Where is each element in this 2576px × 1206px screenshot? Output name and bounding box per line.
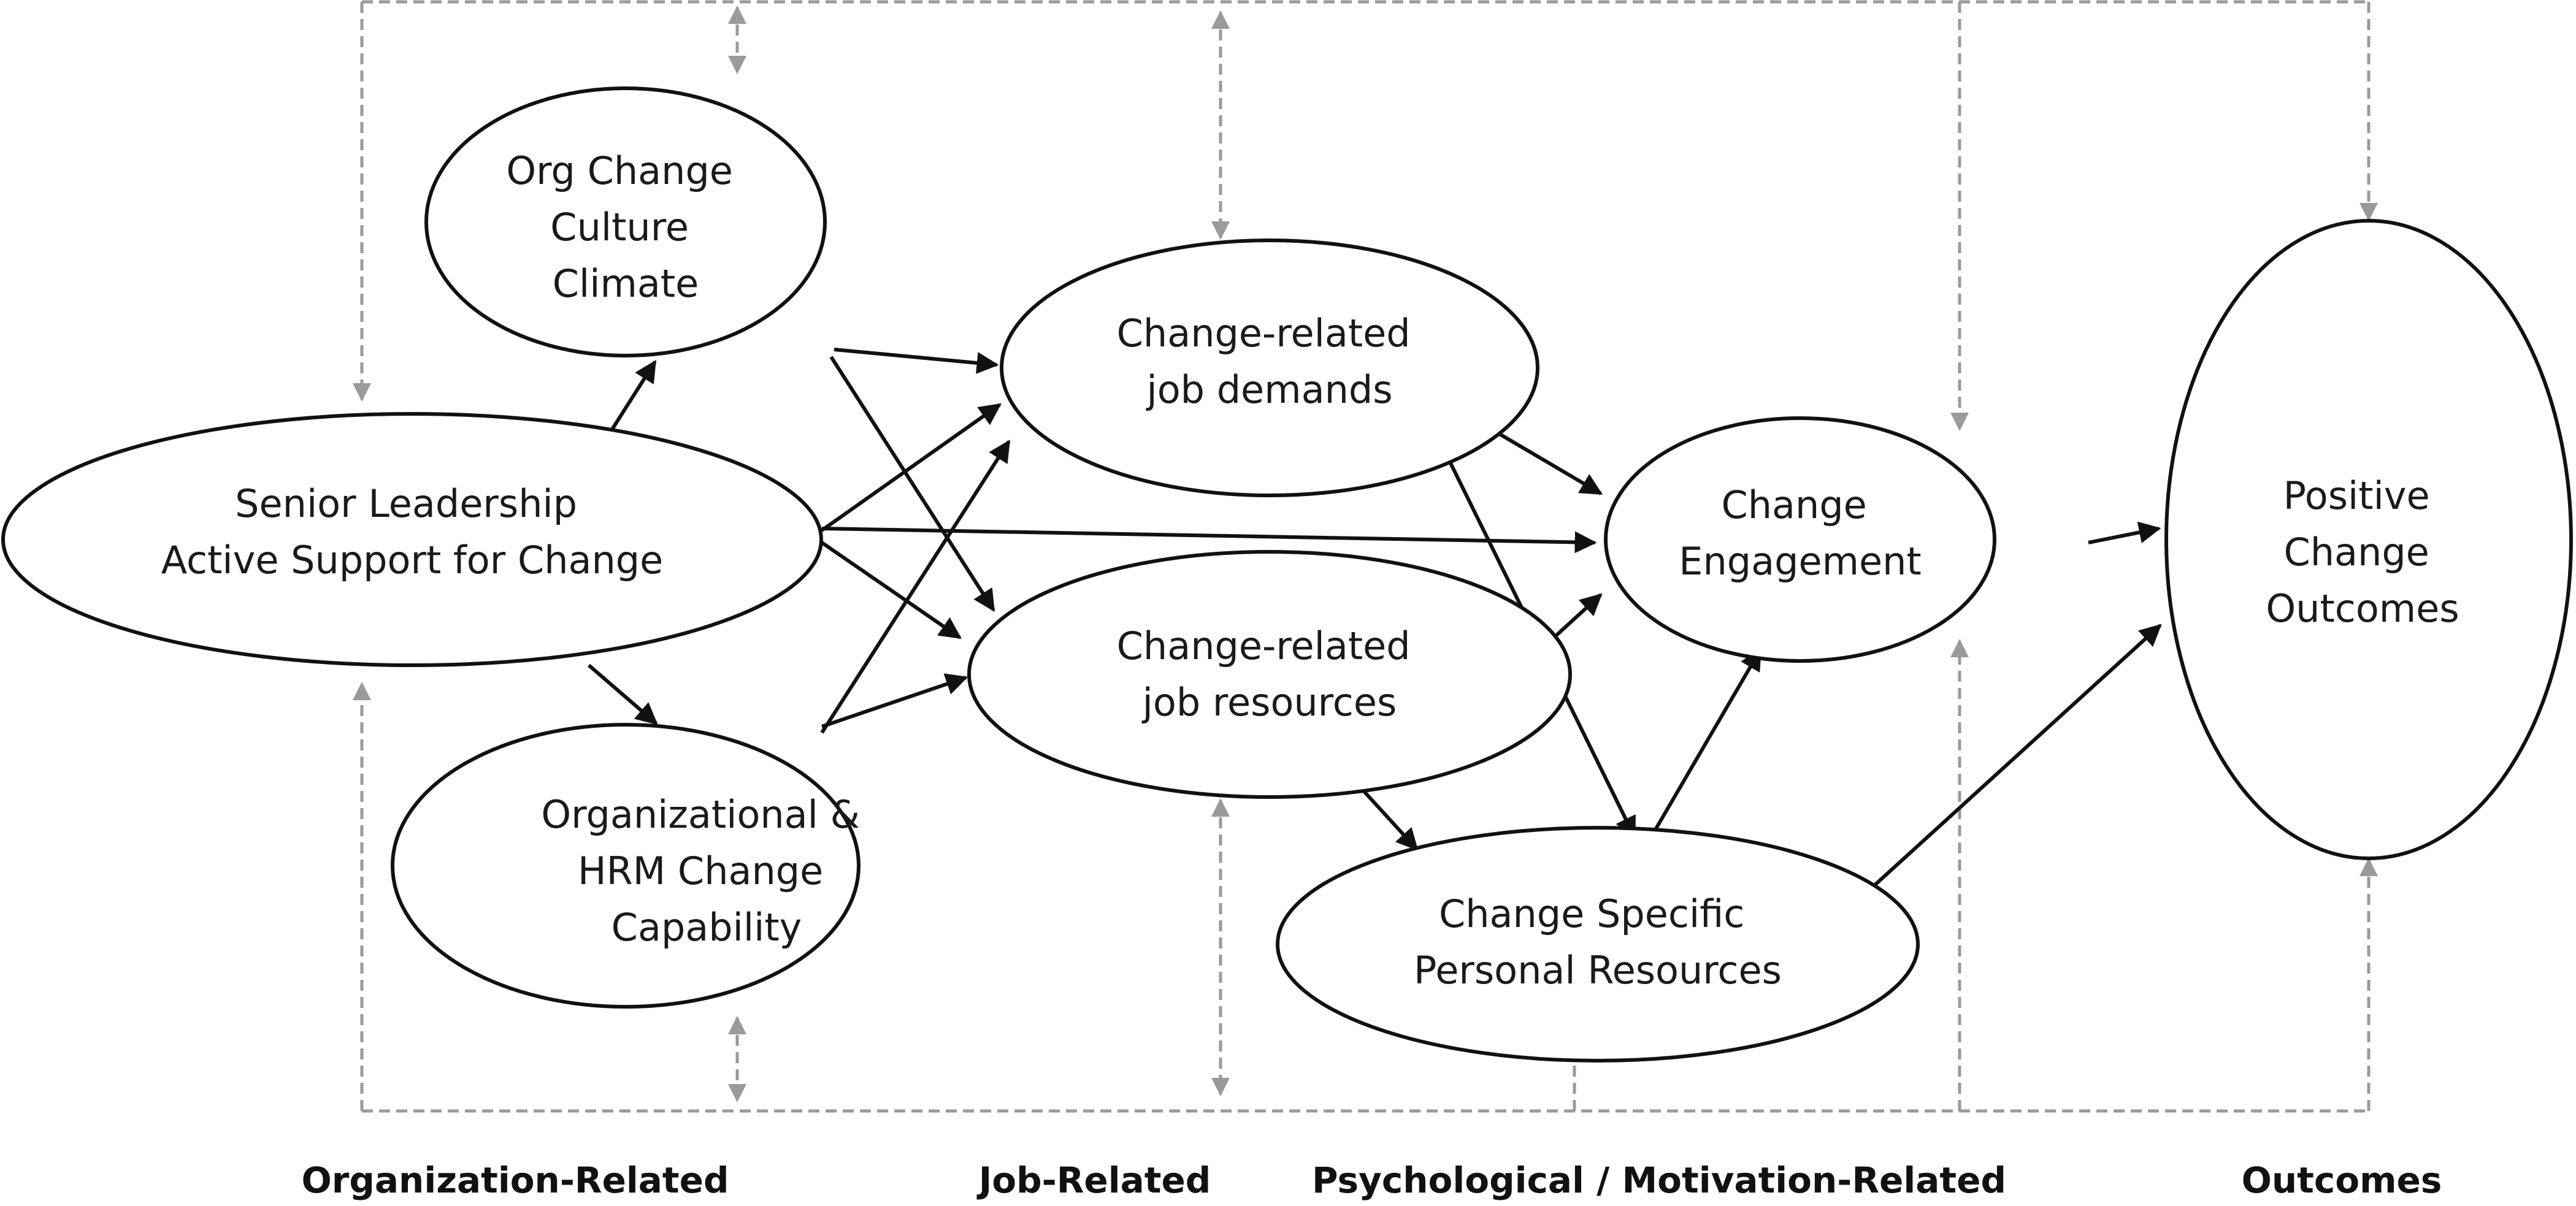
edge-senior-leadership-to-job-demands (821, 403, 1002, 532)
edge-personal-resources-to-change-engagement (1651, 647, 1762, 835)
node-job-resources-text: Change-related job resources (1117, 624, 1423, 725)
category-psychological-motivation-related: Psychological / Motivation-Related (1312, 1159, 2006, 1201)
node-outcomes-text: Positive Change Outcomes (2266, 473, 2459, 631)
category-outcomes: Outcomes (2242, 1159, 2442, 1201)
edge-senior-leadership-to-job-resources (821, 541, 962, 639)
node-senior-leadership-text: Senior Leadership Active Support for Cha… (161, 481, 664, 582)
node-personal-resources-text: Change Specific Personal Resources (1414, 891, 1782, 993)
node-org-culture-text: Org Change Culture Climate (506, 148, 745, 306)
node-org-culture: Org Change Culture Climate (424, 86, 827, 357)
node-outcomes: Positive Change Outcomes (2164, 219, 2573, 860)
edge-org-culture-to-job-resources (829, 356, 995, 613)
edge-hrm-capability-to-job-resources (821, 673, 968, 728)
edge-personal-resources-to-outcomes (1872, 624, 2162, 888)
edge-job-demands-to-change-engagement (1495, 430, 1603, 495)
node-senior-leadership: Senior Leadership Active Support for Cha… (1, 412, 823, 667)
category-organization-related: Organization-Related (301, 1159, 729, 1201)
node-job-demands: Change-related job demands (1000, 239, 1539, 497)
edge-senior-leadership-to-hrm-capability (588, 663, 658, 725)
node-personal-resources: Change Specific Personal Resources (1276, 826, 1920, 1063)
category-job-related: Job-Related (976, 1159, 1211, 1201)
edge-senior-leadership-to-org-culture (608, 359, 657, 433)
edge-senior-leadership-to-change-engagement (821, 527, 1597, 554)
edge-change-engagement-to-outcomes (2088, 521, 2161, 544)
node-change-engagement: Change Engagement (1604, 416, 1996, 663)
edge-org-culture-to-job-demands (834, 348, 999, 374)
edge-hrm-capability-to-job-demands (820, 439, 1011, 734)
node-job-demands-text: Change-related job demands (1117, 311, 1423, 412)
node-change-engagement-text: Change Engagement (1679, 483, 1921, 584)
node-hrm-capability-text: Organizational & HRM Change Capability (541, 792, 872, 950)
category-labels: Organization-Related Job-Related Psychol… (301, 1159, 2442, 1201)
node-job-resources: Change-related job resources (967, 550, 1572, 799)
dashed-frame (353, 0, 2378, 1113)
node-hrm-capability: Organizational & HRM Change Capability (391, 723, 872, 1009)
